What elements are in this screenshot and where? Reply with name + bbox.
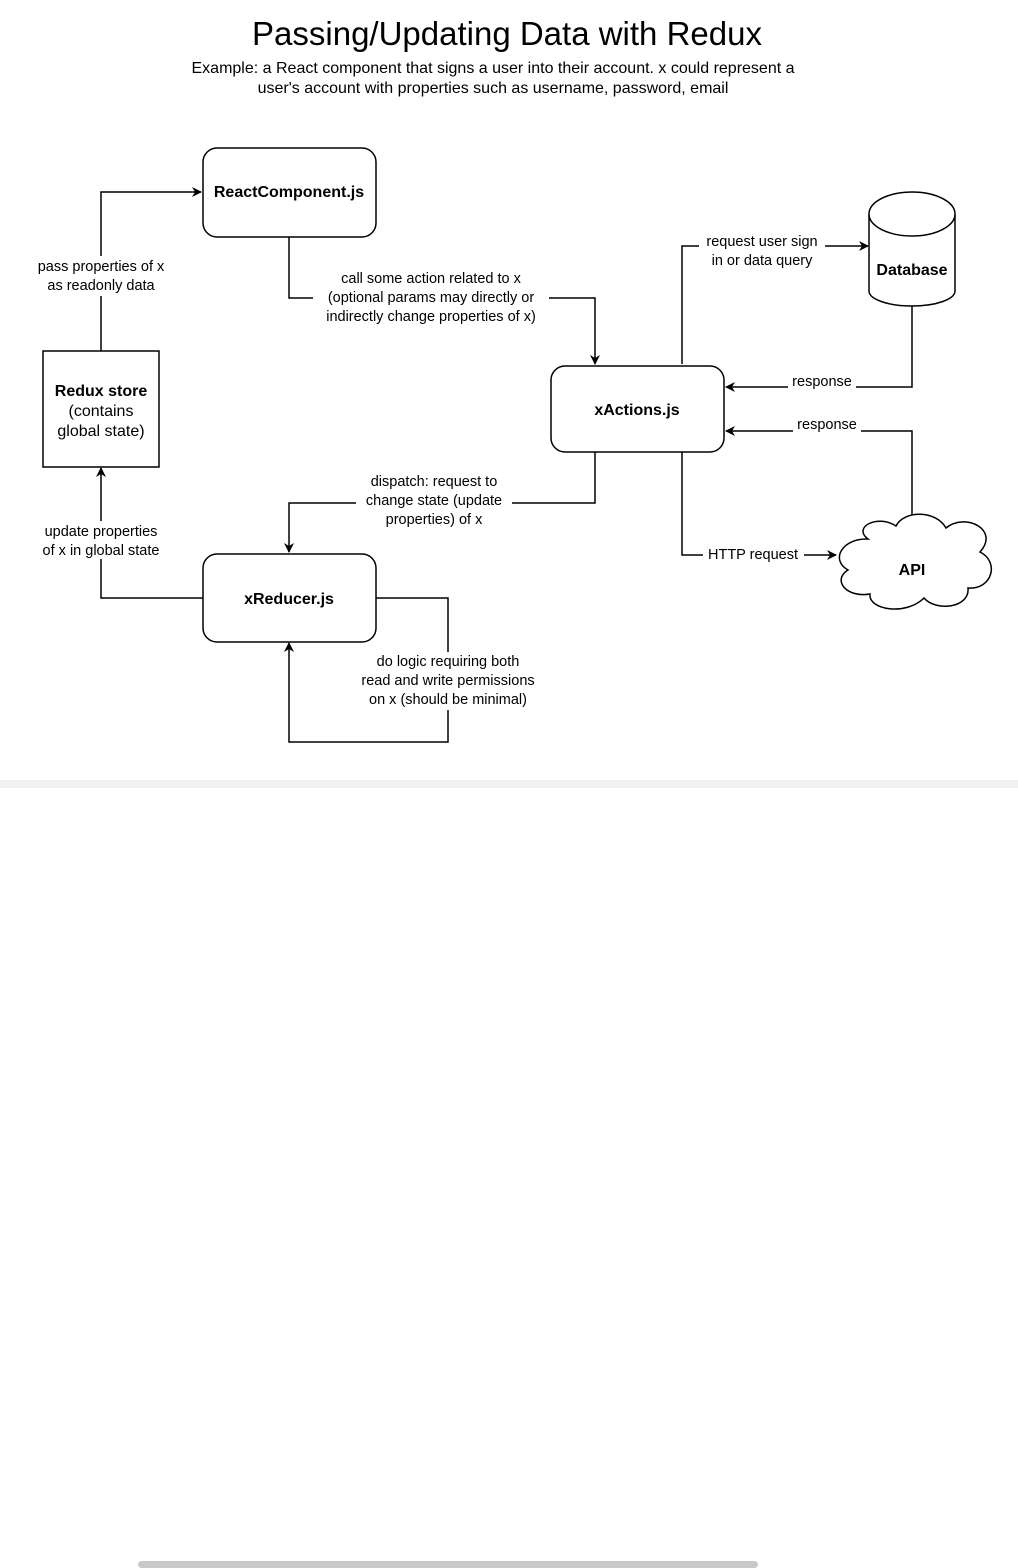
edge-label-component-to-actions-1: call some action related to x [341,271,521,287]
node-react-component: ReactComponent.js [202,147,377,238]
edge-label-api-response: response [797,417,857,433]
node-react-component-label: ReactComponent.js [214,184,364,201]
edge-actions-to-api [681,452,837,560]
node-x-actions-label: xActions.js [594,402,679,419]
node-database: Database [868,191,956,307]
edge-store-to-component [100,187,202,351]
node-database-label: Database [876,262,947,279]
edge-label-actions-to-database-1: request user sign [706,234,817,250]
node-redux-store: Redux store (contains global state) [42,350,160,468]
edge-label-component-to-actions-3: indirectly change properties of x) [326,309,536,325]
horizontal-scrollbar[interactable] [0,780,1018,1568]
edge-label-reducer-to-store-1: update properties [45,524,158,540]
subtitle-line-1: Example: a React component that signs a … [192,60,795,77]
node-redux-store-label-2: (contains [69,403,134,420]
edge-label-reducer-to-store-2: of x in global state [43,543,160,559]
edge-label-database-response: response [792,374,852,390]
edge-api-response [725,426,913,521]
edge-label-reducer-self-2: read and write permissions [361,673,534,689]
redux-flow-diagram: Passing/Updating Data with Redux Example… [37,15,992,743]
edge-label-actions-to-reducer-3: properties) of x [386,512,483,528]
subtitle-line-2: user's account with properties such as u… [258,80,729,97]
node-x-reducer: xReducer.js [202,553,377,643]
edge-label-store-to-component-1: pass properties of x [38,259,165,275]
edge-label-reducer-self-3: on x (should be minimal) [369,692,527,708]
edge-label-component-to-actions-2: (optional params may directly or [328,290,534,306]
edge-label-actions-to-reducer-1: dispatch: request to [371,474,498,490]
node-redux-store-label-1: Redux store [55,383,148,400]
node-api: API [838,513,992,610]
edge-label-actions-to-api: HTTP request [708,547,798,563]
page-title: Passing/Updating Data with Redux [252,15,762,52]
node-redux-store-label-3: global state) [57,423,144,440]
edge-reducer-self-loop [284,597,449,743]
edge-label-store-to-component-2: as readonly data [47,278,155,294]
scrollbar-thumb[interactable] [138,1561,758,1568]
node-x-actions: xActions.js [550,365,725,453]
node-api-label: API [899,562,926,579]
edge-label-actions-to-reducer-2: change state (update [366,493,502,509]
edge-label-reducer-self-1: do logic requiring both [377,654,520,670]
node-x-reducer-label: xReducer.js [244,591,334,608]
edge-reducer-to-store [96,467,203,599]
edge-label-actions-to-database-2: in or data query [712,253,814,269]
